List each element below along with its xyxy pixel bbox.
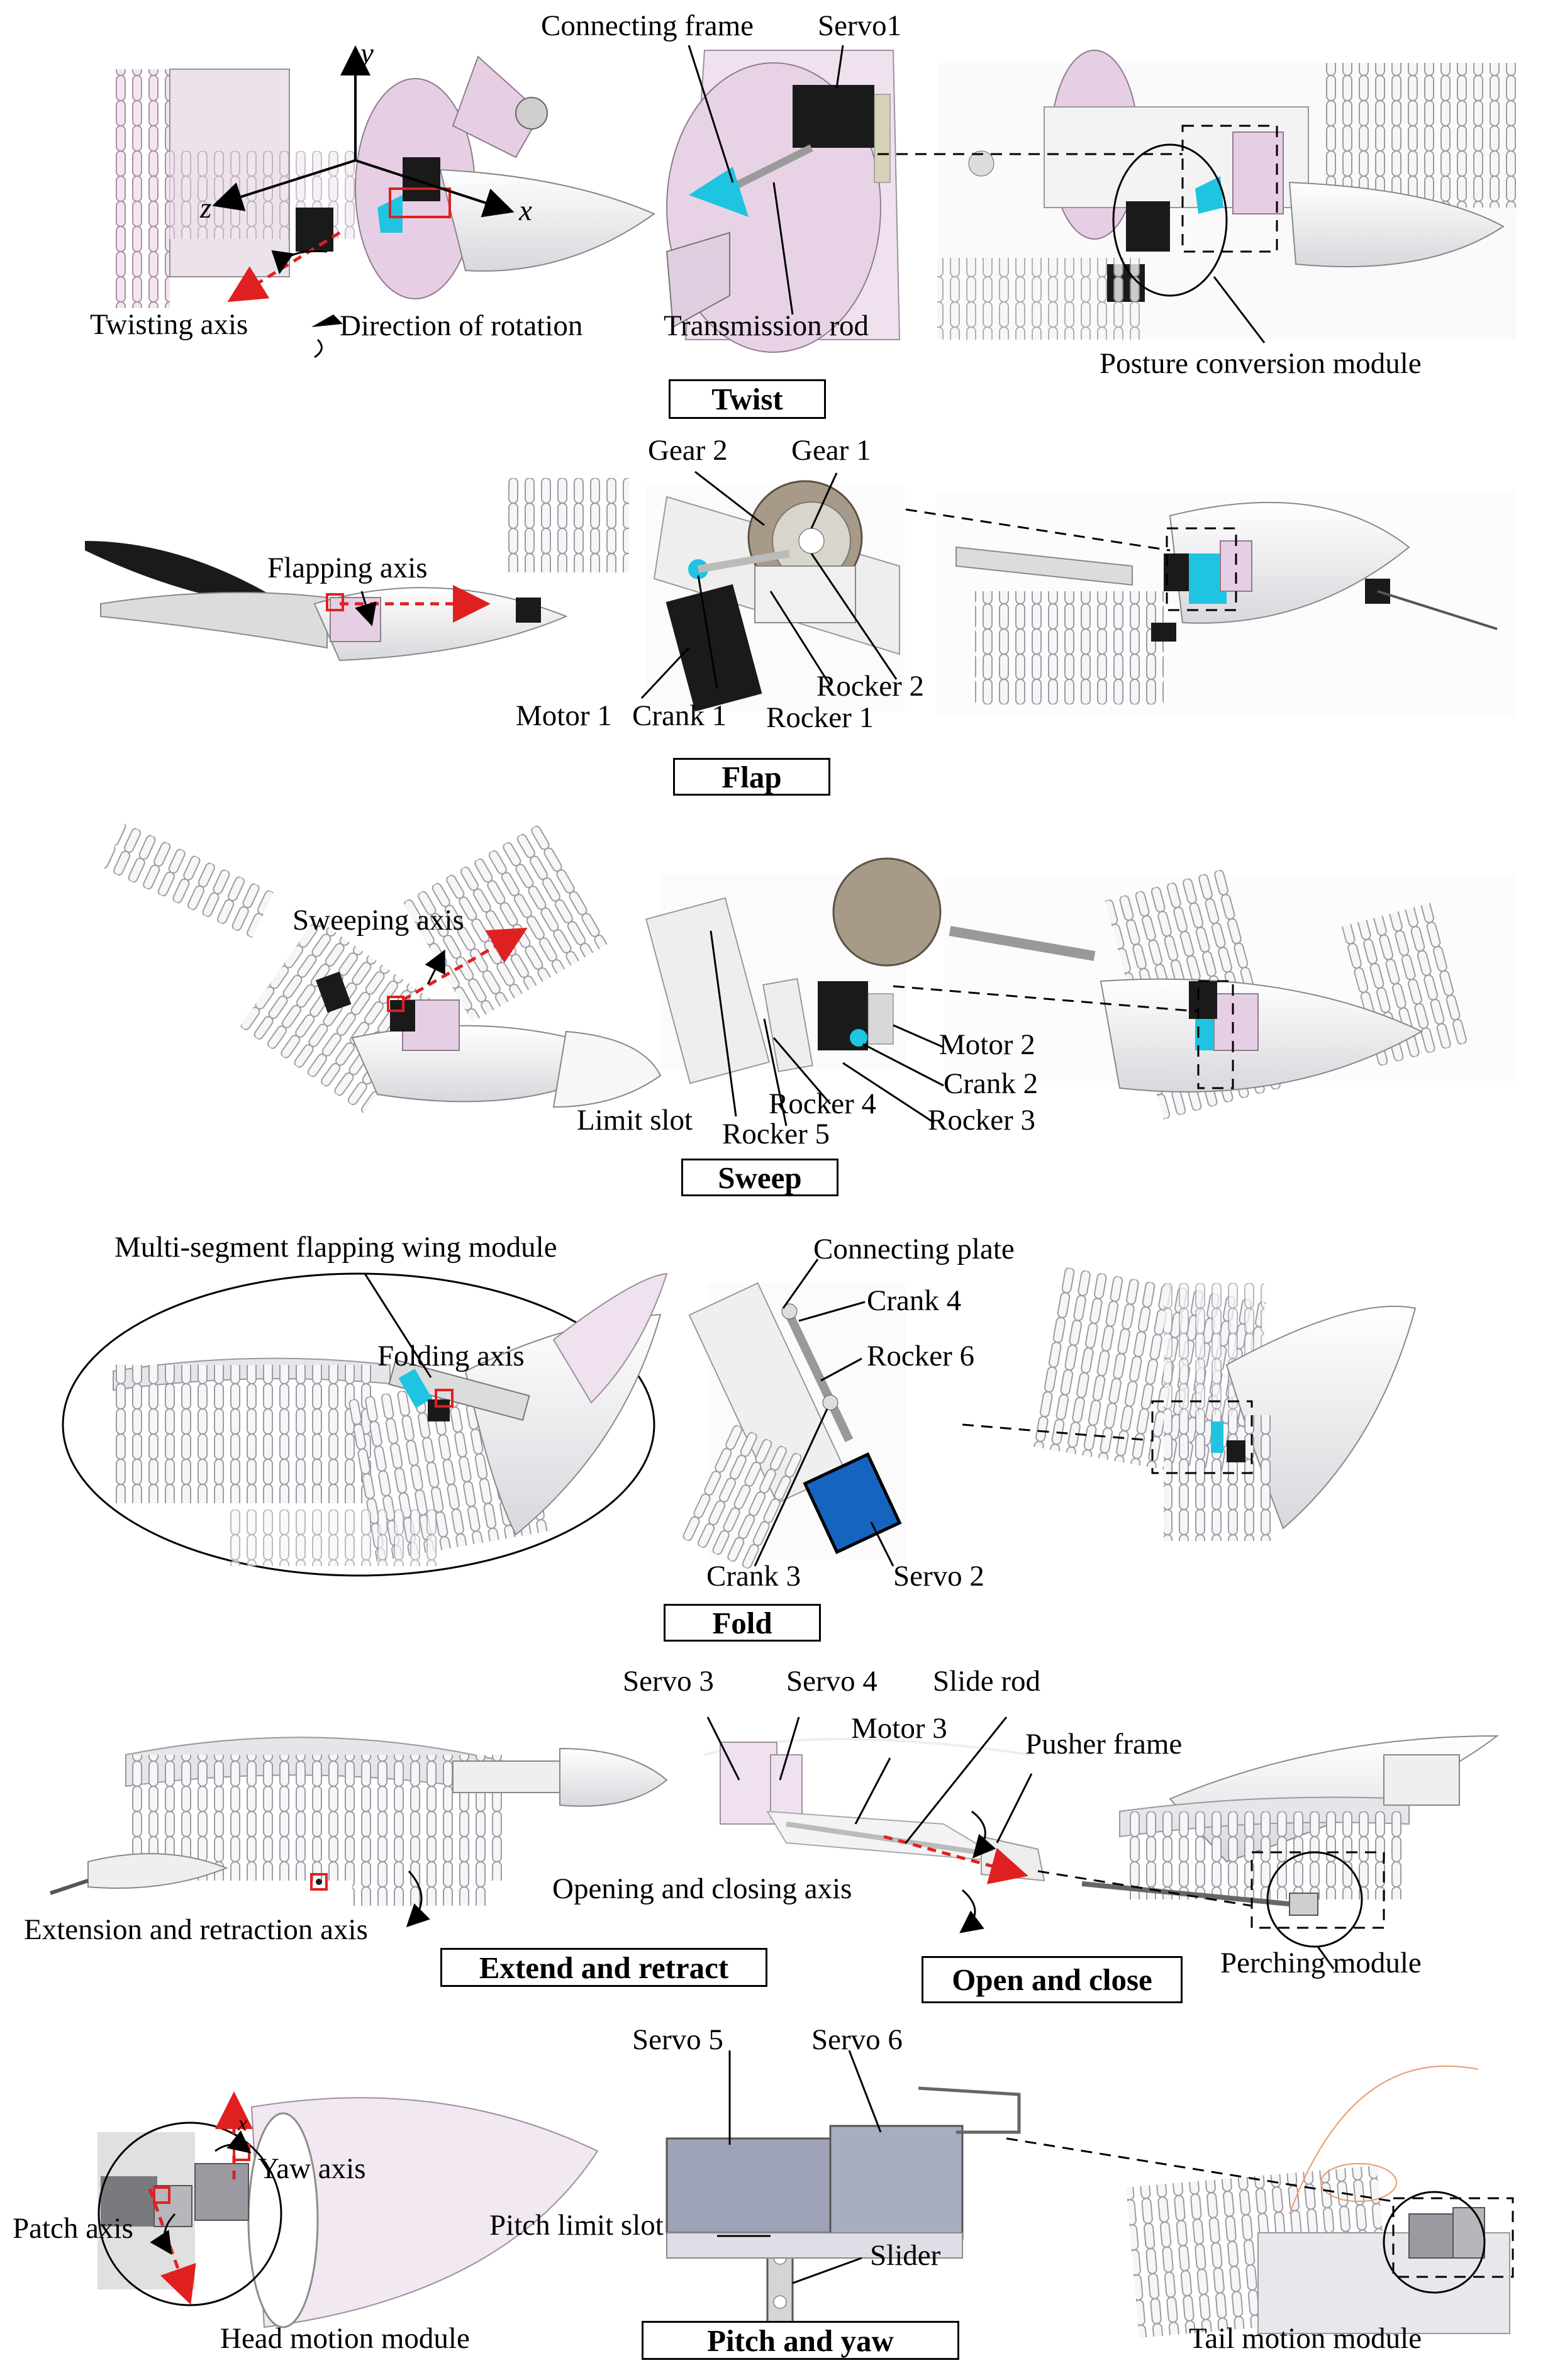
label-rocker2: Rocker 2 xyxy=(816,670,924,703)
perch-callouts xyxy=(706,1716,1385,1969)
label-axis-z: z xyxy=(200,192,212,225)
label-sweeping-axis: Sweeping axis xyxy=(292,904,464,937)
label-gear1: Gear 1 xyxy=(791,434,871,467)
caption-flap: Flap xyxy=(673,758,830,796)
label-rocker3: Rocker 3 xyxy=(928,1104,1035,1137)
label-servo1: Servo1 xyxy=(818,9,902,42)
perch-panel-left xyxy=(50,1737,668,1928)
sweep-panel-middle xyxy=(645,857,942,1084)
label-motor3: Motor 3 xyxy=(851,1712,947,1745)
label-servo2: Servo 2 xyxy=(893,1560,984,1593)
perch-panel-middle xyxy=(704,1738,1045,1933)
label-connecting-plate: Connecting plate xyxy=(813,1233,1015,1265)
label-folding-axis: Folding axis xyxy=(377,1340,525,1372)
label-twisting-axis: Twisting axis xyxy=(90,308,248,341)
label-limit-slot: Limit slot xyxy=(577,1104,693,1137)
caption-extend-retract: Extend and retract xyxy=(440,1948,767,1987)
caption-sweep: Sweep xyxy=(681,1159,838,1196)
label-connecting-frame: Connecting frame xyxy=(541,9,754,42)
label-perching-module: Perching module xyxy=(1220,1947,1422,1979)
label-head-motion-module: Head motion module xyxy=(220,2322,470,2355)
label-tail-motion-module: Tail motion module xyxy=(1189,2322,1422,2355)
sweep-callouts xyxy=(710,930,1234,1126)
label-rocker6: Rocker 6 xyxy=(867,1340,974,1372)
label-flapping-axis: Flapping axis xyxy=(267,552,428,584)
twist-coordinate-axes xyxy=(212,45,515,359)
label-pusher-frame: Pusher frame xyxy=(1025,1728,1183,1760)
label-crank3: Crank 3 xyxy=(706,1560,801,1593)
fold-panel-left xyxy=(62,1272,668,1577)
sweep-panel-left xyxy=(104,823,662,1113)
label-servo4: Servo 4 xyxy=(786,1665,877,1698)
caption-open-close: Open and close xyxy=(922,1956,1183,2003)
label-pitch-limit-slot: Pitch limit slot xyxy=(489,2209,664,2242)
label-rocker4: Rocker 4 xyxy=(769,1087,876,1120)
fold-panel-right xyxy=(1030,1266,1417,1541)
label-crank2: Crank 2 xyxy=(944,1067,1039,1100)
head-tail-callouts xyxy=(717,2050,1514,2294)
label-motor1: Motor 1 xyxy=(516,699,612,732)
label-slider: Slider xyxy=(870,2239,941,2272)
flap-panel-left xyxy=(85,478,629,662)
twist-panel-middle xyxy=(659,50,906,353)
label-servo6: Servo 6 xyxy=(811,2023,903,2056)
sweep-panel-right xyxy=(944,868,1516,1120)
label-axis-x: x xyxy=(519,194,532,227)
caption-fold: Fold xyxy=(664,1604,821,1642)
head-panel-left xyxy=(97,2091,599,2328)
label-posture-conversion-module: Posture conversion module xyxy=(1100,347,1422,380)
caption-pitch-yaw: Pitch and yaw xyxy=(642,2321,959,2360)
label-gear2: Gear 2 xyxy=(648,434,728,467)
label-rocker5: Rocker 5 xyxy=(722,1118,830,1150)
label-direction-of-rotation: Direction of rotation xyxy=(340,309,583,342)
label-axis-y: y xyxy=(360,37,374,70)
label-opening-closing-axis: Opening and closing axis xyxy=(552,1872,852,1905)
perch-panel-right xyxy=(1081,1735,1499,1916)
label-crank4: Crank 4 xyxy=(867,1284,962,1317)
label-motor2: Motor 2 xyxy=(939,1028,1035,1061)
label-transmission-rod: Transmission rod xyxy=(664,309,869,342)
label-patch-axis: Patch axis xyxy=(13,2212,133,2245)
label-yaw-axis: Yaw axis xyxy=(258,2152,366,2185)
fold-panel-middle xyxy=(681,1282,906,1570)
label-slide-rod: Slide rod xyxy=(933,1665,1041,1698)
twist-callouts xyxy=(688,45,1278,343)
flap-callouts xyxy=(640,470,1237,699)
tail-panel-right xyxy=(1126,2065,1510,2338)
label-multi-segment-module: Multi-segment flapping wing module xyxy=(114,1231,557,1264)
label-crank1: Crank 1 xyxy=(632,699,727,732)
label-servo3: Servo 3 xyxy=(623,1665,714,1698)
label-servo5: Servo 5 xyxy=(632,2023,723,2056)
fold-callouts xyxy=(364,1259,1253,1567)
caption-twist: Twist xyxy=(669,379,826,419)
label-rocker1: Rocker 1 xyxy=(766,701,874,734)
label-extension-retraction-axis: Extension and retraction axis xyxy=(24,1913,368,1946)
label-head-axis-x: x xyxy=(238,2112,248,2135)
